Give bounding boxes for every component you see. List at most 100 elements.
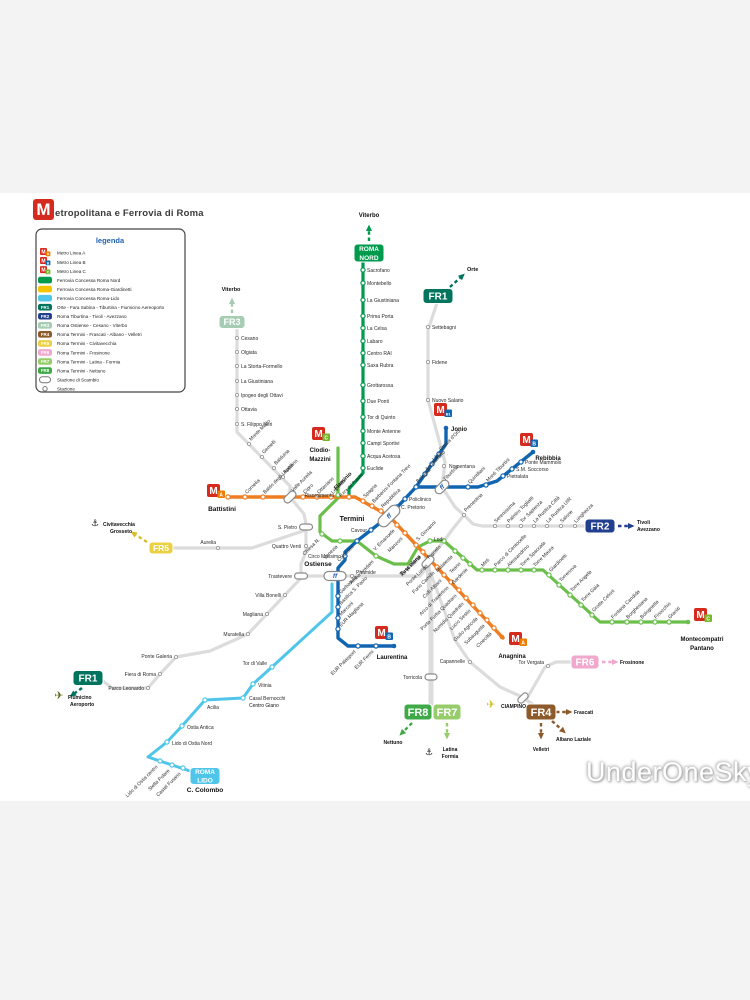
station-marker <box>567 592 573 598</box>
line-badge: FR7 <box>432 703 462 721</box>
map-text: Viterbo <box>359 213 380 219</box>
station-marker <box>477 610 483 616</box>
station-marker <box>441 538 447 544</box>
station-label: Ipogeo degli Ottavi <box>241 393 283 399</box>
map-text: Termini <box>340 516 365 523</box>
station-marker <box>250 681 256 687</box>
terminus-arrow-tip <box>566 709 573 715</box>
station-label: Monte Antenne <box>367 429 401 435</box>
station-marker <box>484 617 490 623</box>
station-marker <box>436 451 442 457</box>
terminus-arrow-dash <box>449 277 461 288</box>
station-marker <box>360 398 366 404</box>
station-marker <box>544 523 550 529</box>
station-marker <box>360 297 366 303</box>
map-text: Rebibbia <box>535 456 561 462</box>
station-marker <box>609 619 615 625</box>
station-marker <box>394 522 400 528</box>
line-roma-nord <box>347 254 365 499</box>
station-label: Casal Bernocchi <box>249 696 285 702</box>
station-label: Torricola <box>403 675 422 681</box>
station-marker <box>179 723 185 729</box>
line-roma-lido <box>146 582 334 774</box>
terminus-arrow-dash <box>403 722 413 732</box>
map-text: CIAMPINO <box>501 704 526 710</box>
station-label: Ottavia <box>241 407 257 413</box>
station-marker <box>368 527 374 533</box>
legend-item-label: Roma Tiburtina - Tivoli - Avezzano <box>57 314 127 319</box>
station-marker <box>638 619 644 625</box>
line-badge-label: FR7 <box>437 707 458 719</box>
station-label: Acilia <box>207 705 219 711</box>
legend-item-label: Roma Termini - Latina - Formia <box>57 359 121 364</box>
station-marker <box>360 465 366 471</box>
terminus-arrow-tip <box>628 523 635 529</box>
station-marker <box>531 567 537 573</box>
station-marker <box>360 428 366 434</box>
map-text: Formia <box>442 754 459 760</box>
station-label: Ponte Galeria <box>141 654 172 660</box>
station-marker <box>234 392 240 398</box>
station-label: Mirti <box>480 557 491 568</box>
legend-item-label: Stazione <box>57 386 75 391</box>
metro-m-icon: M <box>511 634 519 645</box>
station-marker <box>456 587 462 593</box>
legend-item: Ferrovia Concessa Roma-Lido <box>38 294 120 302</box>
station-marker <box>264 611 270 617</box>
station-marker <box>225 494 231 500</box>
map-text: Battistini <box>208 506 236 513</box>
legend-item-label: Ferrovia Concessa Roma-Giardinetti <box>57 287 132 292</box>
line-badge: FR8 <box>403 703 433 721</box>
legend-pill-label: FR2 <box>41 314 50 319</box>
legend-metro-m-icon: M <box>41 259 45 265</box>
station-marker <box>483 482 489 488</box>
background-top-strip <box>0 0 750 193</box>
station-label: S.M. Soccorso <box>516 467 549 473</box>
legend-item-label: Roma Termini - Civitavecchia <box>57 341 117 346</box>
station-marker <box>441 463 447 469</box>
station-marker <box>319 531 325 537</box>
station-marker <box>479 567 485 573</box>
station-label: Prima Porta <box>367 314 394 320</box>
station-marker <box>572 523 578 529</box>
station-label: Piramide <box>356 570 376 576</box>
station-marker <box>402 530 408 536</box>
station-marker <box>360 362 366 368</box>
station-marker <box>422 471 428 477</box>
station-marker <box>346 494 352 500</box>
map-text: C. Colombo <box>187 787 223 794</box>
ship-icon: ⚓ <box>425 747 433 757</box>
station-label: Montebello <box>367 281 392 287</box>
station-label: Circo Massimo <box>308 554 341 560</box>
station-label: Cavour <box>351 528 367 534</box>
station-label: Labaro <box>367 339 383 345</box>
station-marker <box>145 685 151 691</box>
legend-item-label: Ferrovia Concessa Roma-Lido <box>57 296 120 301</box>
station-marker <box>558 523 564 529</box>
plane-icon: ✈ <box>486 699 495 711</box>
metro-m-logo-icon: M <box>33 199 54 220</box>
terminus-arrow-tip <box>559 726 566 734</box>
map-text: Frascati <box>574 710 594 716</box>
line-badge: FR1 <box>422 288 454 304</box>
station-marker <box>234 363 240 369</box>
station-marker <box>234 349 240 355</box>
legend-title: legenda <box>96 236 125 245</box>
station-label: Torrenova <box>558 563 578 583</box>
station-marker <box>337 538 343 544</box>
map-title: M etropolitana e Ferrovia di Roma <box>33 199 204 220</box>
station-label: Trastevere <box>268 574 292 580</box>
interchange-station: ff <box>377 504 401 528</box>
station-marker <box>360 453 366 459</box>
legend-item-label: Roma Ostiense - Cesano - Viterbo <box>57 323 128 328</box>
station-marker <box>429 461 435 467</box>
map-text: Clodio- <box>310 448 331 454</box>
station-label: Muratella <box>223 632 244 638</box>
station-marker <box>518 459 524 465</box>
